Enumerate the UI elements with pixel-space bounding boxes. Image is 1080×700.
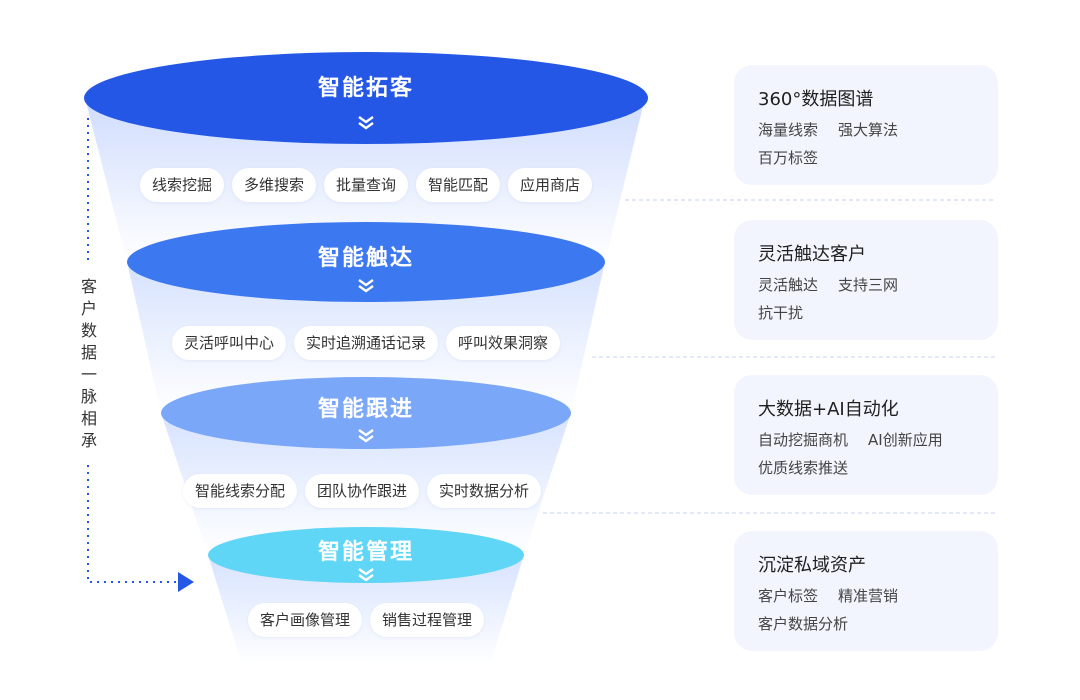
feature-card-4: 沉淀私域资产 客户标签 精准营销 客户数据分析: [734, 531, 998, 651]
chip: 线索挖掘: [139, 168, 224, 202]
card-tag: AI创新应用: [868, 431, 943, 449]
chip: 智能匹配: [416, 168, 501, 202]
card-tag: 海量线索: [758, 121, 819, 139]
card-tag: 自动挖掘商机: [758, 431, 849, 449]
side-label-char: 客: [80, 277, 97, 296]
card-title: 灵活触达客户: [758, 244, 866, 265]
chevron-down-icon: [358, 429, 374, 443]
chevron-down-icon: [358, 279, 374, 293]
chip: 应用商店: [508, 168, 593, 202]
side-label-char: 据: [80, 343, 97, 362]
card-tag: 抗干扰: [758, 304, 804, 322]
card-tag: 客户数据分析: [758, 615, 849, 633]
stage-3-chips: 智能线索分配 团队协作跟进 实时数据分析: [182, 474, 542, 508]
chip: 呼叫效果洞察: [446, 326, 561, 360]
card-tag: 百万标签: [758, 149, 819, 167]
chip: 实时数据分析: [427, 474, 542, 508]
chip: 团队协作跟进: [304, 474, 420, 508]
side-label-customer-data: 客 户 数 据 一 脉 相 承: [79, 276, 99, 452]
side-label-char: 脉: [80, 387, 97, 406]
stage-ellipse-3: [161, 377, 571, 449]
side-label-char: 一: [80, 365, 97, 384]
stage-ellipse-4: [208, 527, 524, 583]
chip: 智能线索分配: [182, 474, 297, 508]
feature-card-2: 灵活触达客户 灵活触达 支持三网 抗干扰: [734, 220, 998, 340]
card-title: 360°数据图谱: [758, 89, 874, 110]
feature-card-1: 360°数据图谱 海量线索 强大算法 百万标签: [734, 65, 998, 185]
stage-ellipse-2: [127, 222, 605, 302]
card-tag: 强大算法: [838, 121, 899, 139]
chip: 批量查询: [323, 168, 409, 202]
stage-1-chips: 线索挖掘 多维搜索 批量查询 智能匹配 应用商店: [139, 168, 593, 202]
stage-2-chips: 灵活呼叫中心 实时追溯通话记录 呼叫效果洞察: [171, 326, 561, 360]
flow-dotted-line-bottom: [87, 465, 194, 592]
side-label-char: 户: [80, 299, 97, 318]
funnel-section-4: [208, 555, 524, 665]
side-label-char: 相: [80, 409, 97, 428]
stage-4-chips: 客户画像管理 销售过程管理: [247, 603, 485, 637]
card-tag: 客户标签: [758, 587, 819, 605]
side-label-char: 数: [80, 321, 97, 340]
stage-title-1: 智能拓客: [317, 76, 415, 101]
chip: 实时追溯通话记录: [293, 326, 439, 360]
card-title: 大数据+AI自动化: [758, 399, 899, 420]
chevron-down-icon: [358, 116, 374, 130]
stage-title-4: 智能管理: [317, 540, 415, 565]
stage-title-2: 智能触达: [317, 246, 415, 271]
stage-title-3: 智能跟进: [317, 397, 415, 422]
card-title: 沉淀私域资产: [758, 555, 866, 576]
chip: 灵活呼叫中心: [171, 326, 286, 360]
chevron-down-icon: [358, 568, 374, 582]
chip: 多维搜索: [231, 168, 316, 202]
card-tag: 灵活触达: [758, 276, 819, 294]
chip: 销售过程管理: [370, 603, 485, 637]
feature-card-3: 大数据+AI自动化 自动挖掘商机 AI创新应用 优质线索推送: [734, 375, 998, 495]
side-label-char: 承: [80, 431, 97, 450]
card-tag: 优质线索推送: [758, 459, 849, 477]
card-tag: 支持三网: [838, 276, 899, 294]
chip: 客户画像管理: [247, 603, 362, 637]
stage-ellipse-1: [84, 52, 648, 144]
card-tag: 精准营销: [838, 587, 899, 605]
